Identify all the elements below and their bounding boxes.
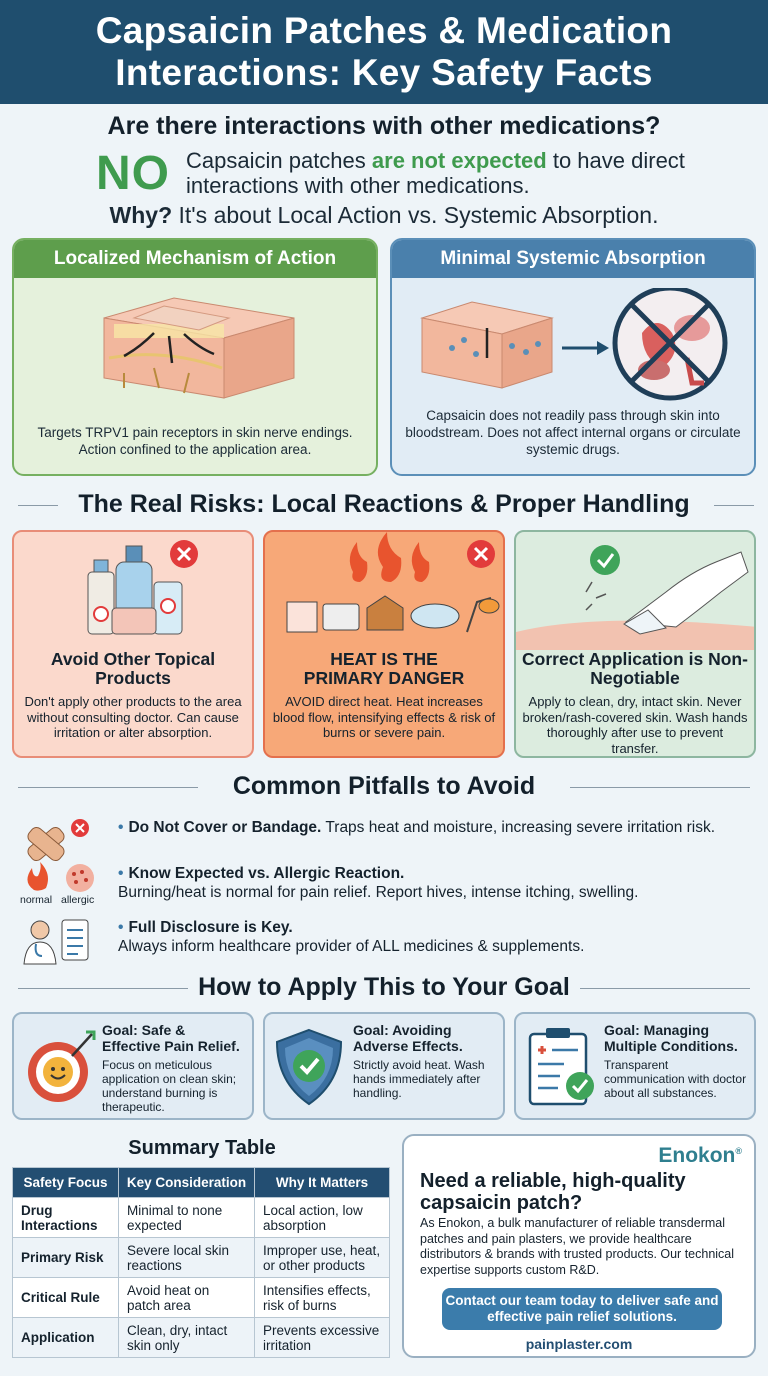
panel-description: Capsaicin does not readily pass through …: [405, 408, 741, 457]
panel-systemic-absorption: Minimal Systemic Absorption Capsaicin do…: [390, 238, 756, 476]
goal-card-safe: Goal: Safe & Effective Pain Relief. Focu…: [12, 1012, 254, 1120]
table-cell: Drug Interactions: [12, 1197, 119, 1238]
question-heading: Are there interactions with other medica…: [107, 112, 661, 140]
pitfall-reaction: normal allergic •Know Expected vs. Aller…: [20, 862, 760, 912]
column-header: Safety Focus: [12, 1167, 119, 1198]
pitfall-text: •Know Expected vs. Allergic Reaction.Bur…: [118, 865, 639, 901]
table-cell: Improper use, heat, or other products: [254, 1237, 390, 1278]
table-cell: Local action, low absorption: [254, 1197, 390, 1238]
table-cell: Prevents excessive irritation: [254, 1317, 390, 1358]
promo-headline: Need a reliable, high-quality capsaicin …: [420, 1170, 686, 1214]
pitfall-text: •Full Disclosure is Key.Always inform he…: [118, 919, 585, 955]
title-line-2: Interactions: Key Safety Facts: [115, 52, 653, 93]
pitfall-cover: •Do Not Cover or Bandage. Traps heat and…: [20, 816, 760, 866]
skin-layers-icon: [103, 297, 295, 399]
panel-title: Localized Mechanism of Action: [14, 240, 376, 278]
table-row: Drug Interactions Minimal to none expect…: [12, 1197, 390, 1238]
contact-button[interactable]: Contact our team today to deliver safe a…: [442, 1288, 722, 1330]
table-cell: Avoid heat on patch area: [118, 1277, 255, 1318]
table-cell: Critical Rule: [12, 1277, 119, 1318]
lotion-bottles-icon: [87, 540, 198, 635]
risk-card-topical: Avoid Other Topical Products Don't apply…: [12, 530, 254, 758]
table-row: Application Clean, dry, intact skin only…: [12, 1317, 390, 1358]
goal-description: Transparent communication with doctor ab…: [604, 1058, 747, 1100]
goal-description: Strictly avoid heat. Wash hands immediat…: [353, 1058, 485, 1100]
pitfall-text: •Do Not Cover or Bandage. Traps heat and…: [118, 819, 716, 836]
risks-section-title: The Real Risks: Local Reactions & Proper…: [0, 490, 768, 519]
doctor-icon: [23, 919, 89, 965]
table-cell: Clean, dry, intact skin only: [118, 1317, 255, 1358]
panel-description: Targets TRPV1 pain receptors in skin ner…: [37, 425, 353, 457]
header: Capsaicin Patches & Medication Interacti…: [0, 0, 768, 104]
rash-icon: [66, 864, 94, 892]
column-header: Key Consideration: [118, 1167, 255, 1198]
title-line-1: Capsaicin Patches & Medication: [95, 10, 673, 51]
page-title: Capsaicin Patches & Medication Interacti…: [0, 10, 768, 94]
risk-title: Correct Application is Non-Negotiable: [522, 649, 748, 688]
answer-highlight: are not expected: [371, 148, 547, 173]
normal-caption: normal: [20, 894, 53, 906]
goals-section-title: How to Apply This to Your Goal: [0, 973, 768, 1002]
goal-title: Goal: Managing Multiple Conditions.: [604, 1022, 738, 1054]
risk-description: Don't apply other products to the area w…: [24, 694, 242, 740]
goal-card-adverse: Goal: Avoiding Adverse Effects. Strictly…: [263, 1012, 505, 1120]
risk-description: Apply to clean, dry, intact skin. Never …: [522, 694, 748, 756]
no-organs-icon: [420, 288, 728, 401]
promo-body: As Enokon, a bulk manufacturer of reliab…: [420, 1216, 735, 1277]
goal-card-multi: Goal: Managing Multiple Conditions. Tran…: [514, 1012, 756, 1120]
table-row: Critical Rule Avoid heat on patch area I…: [12, 1277, 390, 1318]
risk-description: AVOID direct heat. Heat increases blood …: [272, 694, 496, 740]
answer-no: NO: [96, 147, 170, 200]
bandage-icon: [27, 819, 89, 862]
goal-description: Focus on meticulous application on clean…: [102, 1058, 237, 1114]
wiping-skin-icon: [516, 545, 754, 650]
goal-title: Goal: Safe & Effective Pain Relief.: [102, 1022, 240, 1054]
table-cell: Primary Risk: [12, 1237, 119, 1278]
promo-box: Enokon® Need a reliable, high-quality ca…: [402, 1134, 756, 1358]
answer-text: Capsaicin patches are not expected to ha…: [186, 148, 685, 198]
goal-title: Goal: Avoiding Adverse Effects.: [353, 1022, 463, 1054]
risk-title: Avoid Other Topical Products: [50, 649, 216, 688]
table-row: Primary Risk Severe local skin reactions…: [12, 1237, 390, 1278]
table-cell: Application: [12, 1317, 119, 1358]
table-cell: Severe local skin reactions: [118, 1237, 255, 1278]
panel-local-mechanism: Localized Mechanism of Action Targets TR…: [12, 238, 378, 476]
heat-sources-icon: [286, 532, 500, 633]
why-line: Why? It's about Local Action vs. Systemi…: [109, 202, 659, 228]
column-header: Why It Matters: [254, 1167, 390, 1198]
answer-row: NO Capsaicin patches are not expected to…: [96, 146, 716, 202]
website-link[interactable]: painplaster.com: [525, 1336, 633, 1352]
summary-table: Safety Focus Key Consideration Why It Ma…: [12, 1167, 390, 1358]
risk-card-application: Correct Application is Non-Negotiable Ap…: [514, 530, 756, 758]
allergic-caption: allergic: [61, 894, 95, 906]
panel-title: Minimal Systemic Absorption: [392, 240, 754, 278]
shield-check-icon: [275, 1028, 343, 1106]
table-cell: Minimal to none expected: [118, 1197, 255, 1238]
flame-icon: [27, 862, 48, 891]
table-cell: Intensifies effects, risk of burns: [254, 1277, 390, 1318]
pitfalls-section-title: Common Pitfalls to Avoid: [0, 772, 768, 801]
table-header-row: Safety Focus Key Consideration Why It Ma…: [12, 1167, 390, 1198]
pitfall-disclosure: •Full Disclosure is Key.Always inform he…: [20, 916, 760, 966]
summary-title: Summary Table: [128, 1137, 276, 1159]
brand-logo: Enokon®: [658, 1144, 742, 1167]
clipboard-icon: [528, 1028, 594, 1106]
target-icon: [28, 1030, 96, 1102]
